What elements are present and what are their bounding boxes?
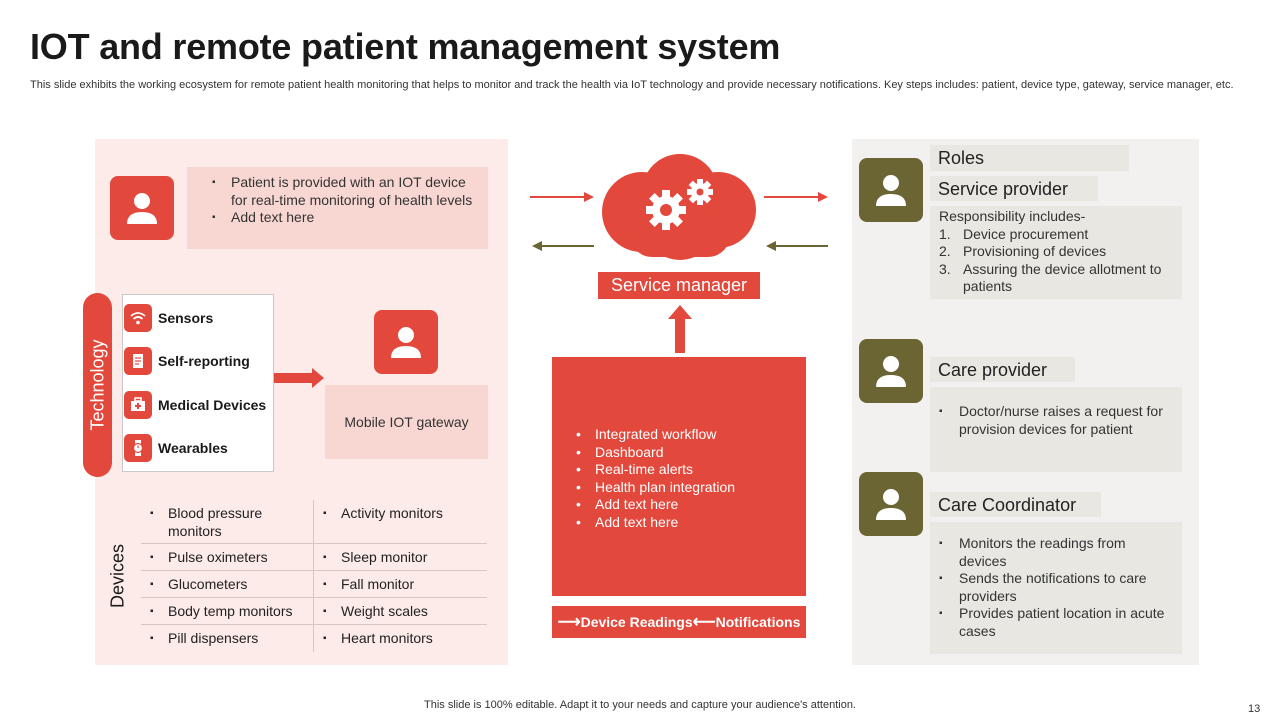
care-coordinator-bullet: Provides patient location in acute cases bbox=[939, 605, 1174, 640]
tech-item-label: Self-reporting bbox=[158, 353, 250, 369]
care-provider-title: Care provider bbox=[930, 357, 1075, 382]
user-icon bbox=[110, 176, 174, 240]
device-cell: Heart monitors bbox=[314, 625, 487, 652]
readings-notifications-bar: ⟶ Device Readings ⟵ Notifications bbox=[552, 606, 806, 638]
feature-item: Dashboard bbox=[576, 444, 735, 462]
care-provider-box: Doctor/nurse raises a request for provis… bbox=[930, 387, 1182, 472]
feature-item: Integrated workflow bbox=[576, 426, 735, 444]
care-coordinator-bullet: Monitors the readings from devices bbox=[939, 535, 1174, 570]
device-cell: Fall monitor bbox=[314, 571, 487, 597]
device-cell: Sleep monitor bbox=[314, 544, 487, 570]
patient-box: Patient is provided with an IOT device f… bbox=[187, 167, 488, 249]
feature-item: Health plan integration bbox=[576, 479, 735, 497]
user-icon bbox=[859, 339, 923, 403]
tech-item-wearables: Wearables bbox=[124, 434, 228, 462]
device-cell: Glucometers bbox=[141, 571, 314, 597]
tech-item-self-reporting: Self-reporting bbox=[124, 347, 250, 375]
user-icon bbox=[374, 310, 438, 374]
arrow-left-icon: ⟵ bbox=[692, 614, 716, 631]
page-title: IOT and remote patient management system bbox=[30, 26, 781, 67]
arrow-right-icon bbox=[274, 368, 324, 388]
device-cell: Weight scales bbox=[314, 598, 487, 624]
table-row: Body temp monitors Weight scales bbox=[141, 598, 487, 625]
service-provider-item: 1.Device procurement bbox=[939, 225, 1089, 242]
patient-bullet: Patient is provided with an IOT device f… bbox=[212, 174, 476, 209]
page-subtitle: This slide exhibits the working ecosyste… bbox=[30, 79, 1234, 91]
devices-label: Devices bbox=[107, 543, 128, 609]
feature-item: Add text here bbox=[576, 496, 735, 514]
service-provider-title: Service provider bbox=[930, 176, 1098, 201]
arrow-right-icon bbox=[764, 192, 828, 202]
feature-item: Add text here bbox=[576, 514, 735, 532]
roles-title: Roles bbox=[930, 145, 1129, 171]
user-icon bbox=[859, 158, 923, 222]
service-provider-item: 2.Provisioning of devices bbox=[939, 243, 1107, 260]
arrow-right-icon: ⟶ bbox=[557, 614, 581, 631]
table-row: Pulse oximeters Sleep monitor bbox=[141, 544, 487, 571]
table-row: Blood pressure monitors Activity monitor… bbox=[141, 500, 487, 544]
tech-item-label: Medical Devices bbox=[158, 397, 267, 413]
gateway-box: Mobile IOT gateway bbox=[325, 385, 488, 459]
table-row: Pill dispensers Heart monitors bbox=[141, 625, 487, 652]
notifications-label: Notifications bbox=[715, 614, 801, 630]
feature-item: Real-time alerts bbox=[576, 461, 735, 479]
service-manager-label: Service manager bbox=[598, 272, 760, 299]
device-cell: Activity monitors bbox=[314, 500, 487, 543]
document-icon bbox=[124, 347, 152, 375]
technology-label: Technology bbox=[87, 339, 108, 431]
care-coordinator-box: Monitors the readings from devices Sends… bbox=[930, 522, 1182, 654]
care-provider-bullet: Doctor/nurse raises a request for provis… bbox=[939, 403, 1174, 438]
device-cell: Pulse oximeters bbox=[141, 544, 314, 570]
medical-kit-icon bbox=[124, 391, 152, 419]
device-cell: Body temp monitors bbox=[141, 598, 314, 624]
service-features-list: Integrated workflow Dashboard Real-time … bbox=[576, 426, 735, 532]
arrow-left-icon bbox=[532, 241, 594, 251]
care-coordinator-title: Care Coordinator bbox=[930, 492, 1101, 517]
device-cell: Blood pressure monitors bbox=[141, 500, 314, 543]
service-provider-intro: Responsibility includes- bbox=[939, 208, 1086, 224]
tech-item-medical-devices: Medical Devices bbox=[124, 391, 266, 419]
tech-item-label: Sensors bbox=[158, 310, 214, 326]
wifi-icon bbox=[124, 304, 152, 332]
table-row: Glucometers Fall monitor bbox=[141, 571, 487, 598]
arrow-left-icon bbox=[766, 241, 828, 251]
patient-bullet: Add text here bbox=[212, 209, 476, 227]
care-coordinator-bullet: Sends the notifications to care provider… bbox=[939, 570, 1174, 605]
footer-text: This slide is 100% editable. Adapt it to… bbox=[424, 699, 856, 711]
cloud-gears-icon bbox=[602, 154, 756, 260]
arrow-right-icon bbox=[530, 192, 594, 202]
watch-icon bbox=[124, 434, 152, 462]
service-provider-box: Responsibility includes- 1.Device procur… bbox=[930, 206, 1182, 299]
tech-item-sensors: Sensors bbox=[124, 304, 213, 332]
arrow-up-icon bbox=[668, 305, 692, 353]
service-provider-item: 3.Assuring the device allotment to patie… bbox=[939, 260, 1162, 295]
user-icon bbox=[859, 472, 923, 536]
page-number: 13 bbox=[1248, 703, 1261, 715]
device-cell: Pill dispensers bbox=[141, 625, 314, 652]
devices-table: Blood pressure monitors Activity monitor… bbox=[141, 500, 487, 652]
tech-item-label: Wearables bbox=[158, 440, 228, 456]
device-readings-label: Device Readings bbox=[580, 614, 693, 630]
technology-pill bbox=[83, 293, 112, 477]
